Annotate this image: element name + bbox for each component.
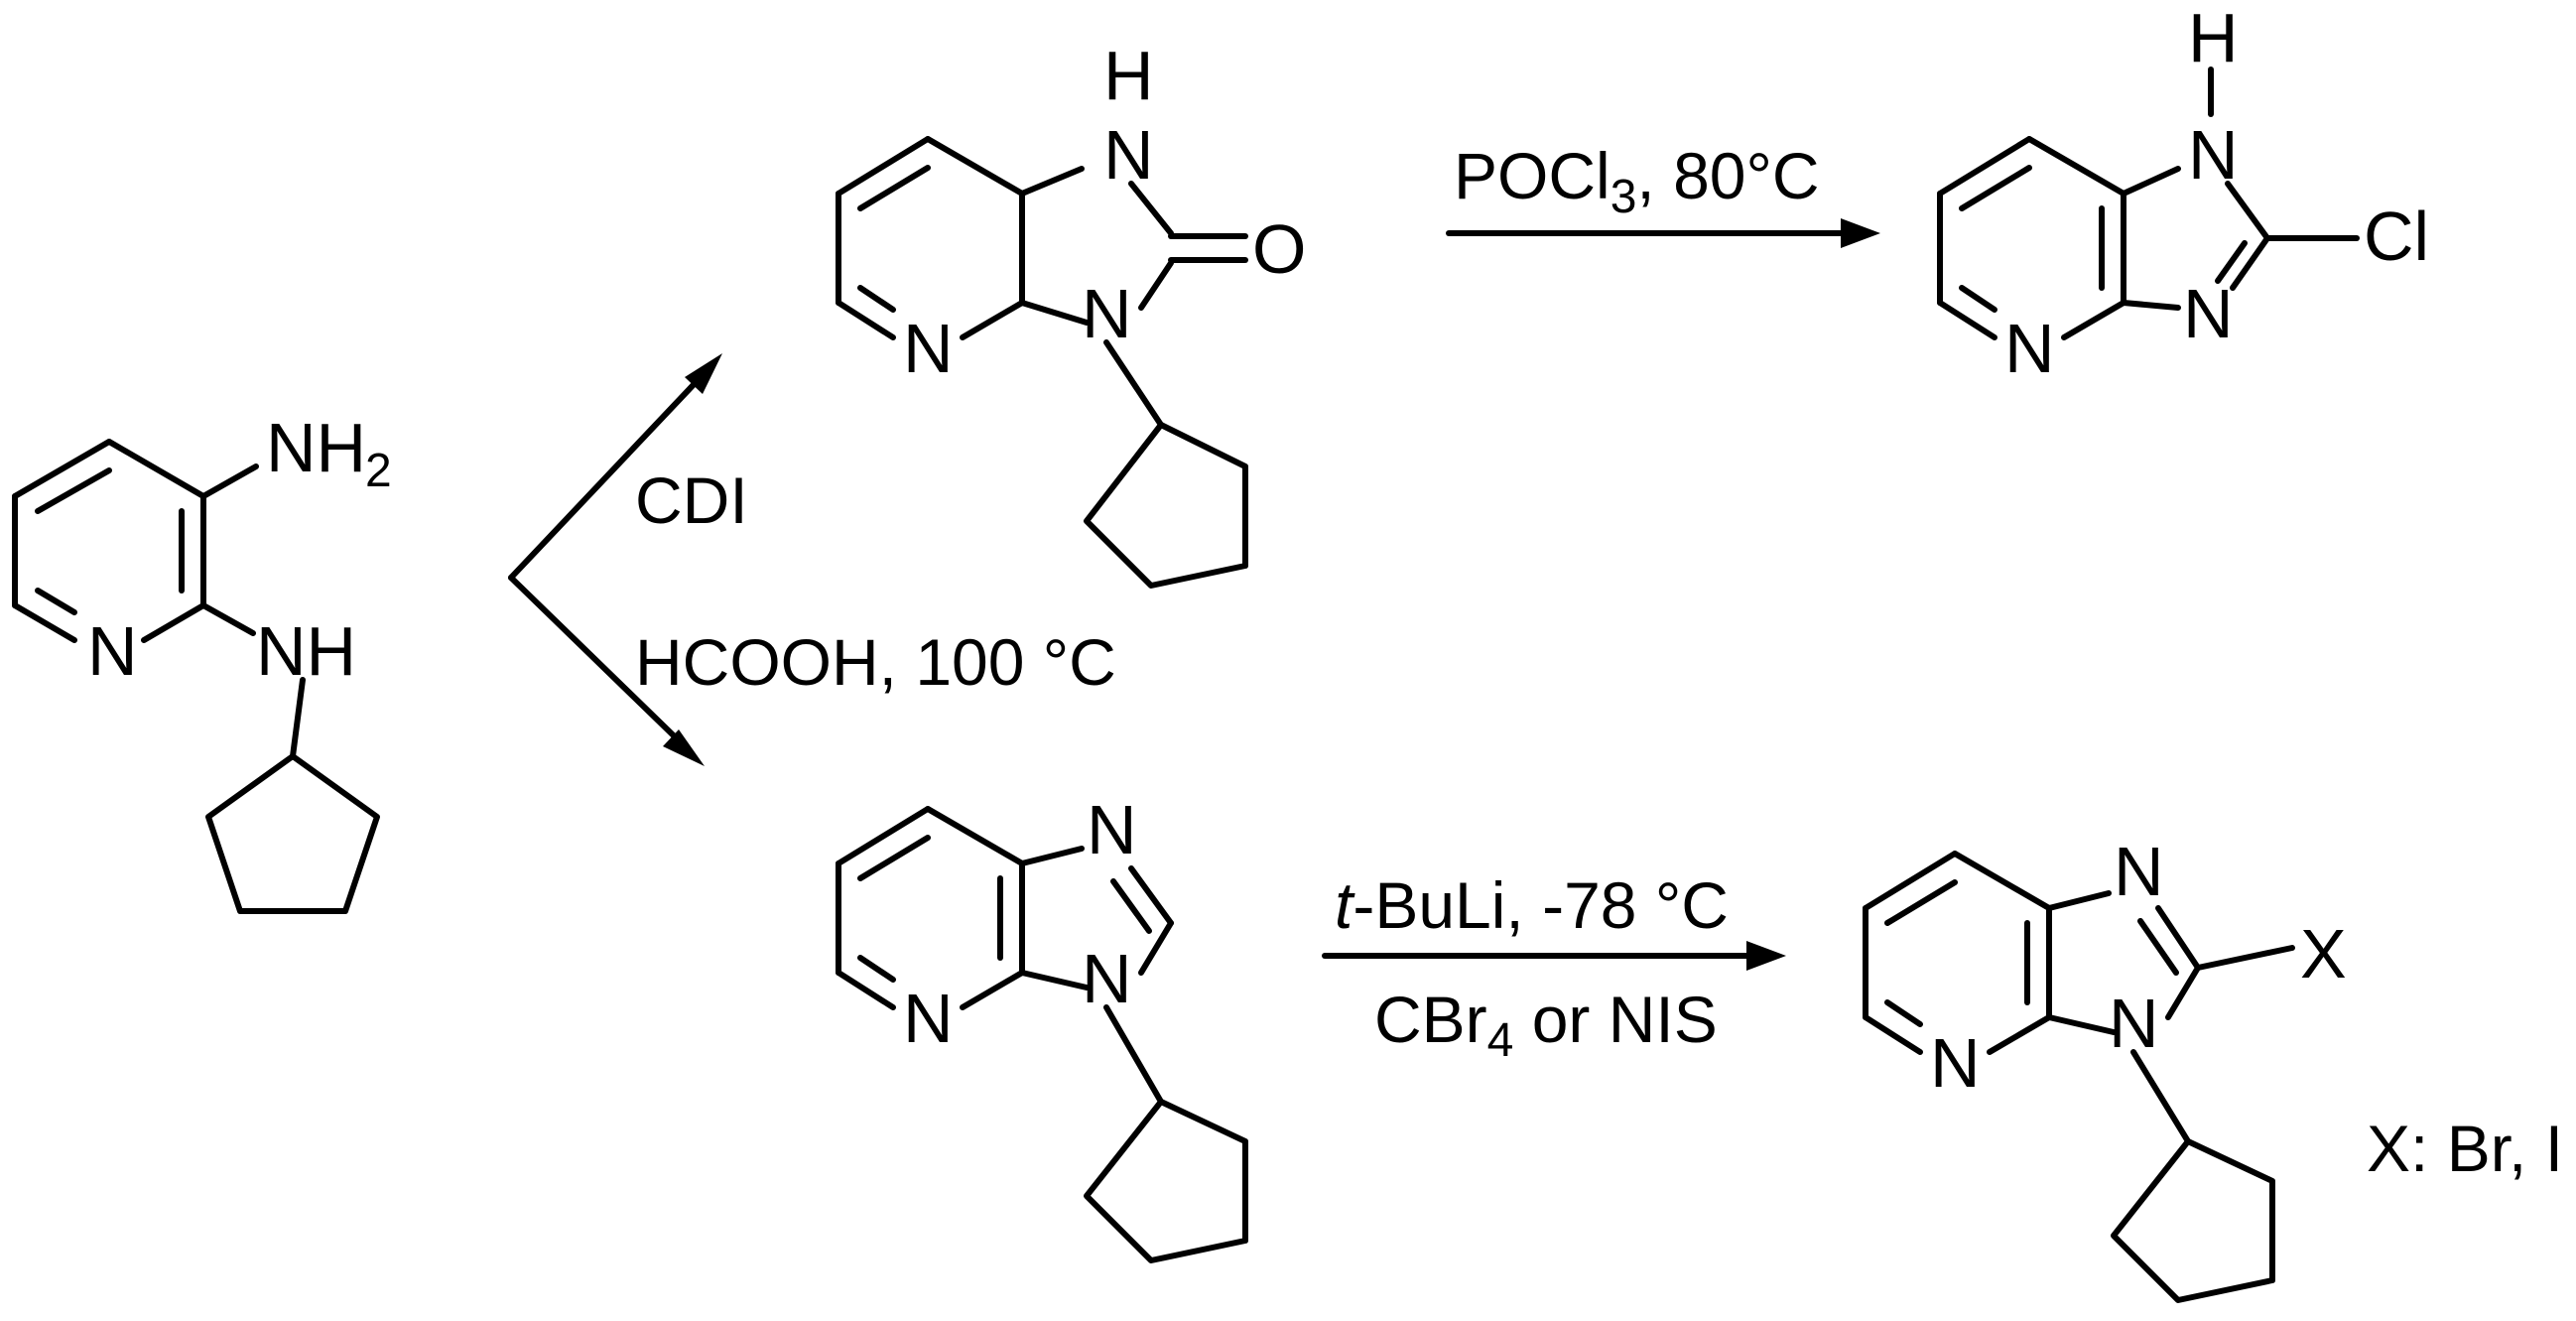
cyclopentyl-ring bbox=[1084, 1099, 1248, 1263]
pocl3-rest: , 80°C bbox=[1636, 139, 1819, 212]
imidazole-ring bbox=[2046, 890, 2201, 1035]
imidazolone-ring bbox=[1019, 166, 1174, 326]
cdi-condition: CDI bbox=[635, 463, 748, 537]
tbuli-text: t-BuLi, -78 °C bbox=[1335, 868, 1729, 942]
pyridine-ring bbox=[1863, 851, 2052, 1055]
chloro-product: H N Cl N N bbox=[1937, 0, 2429, 387]
tbuli-italic: t bbox=[1335, 868, 1355, 942]
chlorine-label: Cl bbox=[2364, 198, 2429, 275]
pyridine-ring bbox=[836, 136, 1025, 340]
n-cyclopentyl-bond bbox=[2130, 1049, 2191, 1144]
lower-arrowhead bbox=[663, 729, 705, 766]
carbonyl-o-label: O bbox=[1252, 210, 1306, 288]
formic-acid-condition: HCOOH, 100 °C bbox=[635, 625, 1116, 699]
pocl3-main: POCl bbox=[1454, 139, 1610, 212]
pocl3-subscript: 3 bbox=[1610, 171, 1637, 223]
cbr4-subscript: 4 bbox=[1487, 1014, 1514, 1067]
lower-arrow-shaft bbox=[508, 575, 688, 749]
upper-arrowhead bbox=[685, 353, 722, 394]
n-cyclopentyl-bond bbox=[1103, 1004, 1164, 1105]
imidazole-ring bbox=[1019, 846, 1174, 991]
cbr4-main: CBr bbox=[1374, 983, 1487, 1056]
imidazopyridine: N N N bbox=[836, 791, 1248, 1263]
n3-label: N bbox=[1082, 940, 1132, 1017]
n1-label: N bbox=[2188, 116, 2239, 194]
n-cyclopentyl-bond bbox=[1103, 339, 1164, 428]
pyridine-n-label: N bbox=[1930, 1024, 1981, 1102]
halo-product: N X N N X: Br, I bbox=[1863, 833, 2563, 1303]
cyclopentyl-ring bbox=[1084, 422, 1248, 589]
hydrogen-label: H bbox=[2188, 0, 2239, 76]
amine-nh2-label: NH bbox=[266, 409, 366, 486]
n1-label: N bbox=[2114, 833, 2164, 910]
pyridine-ring bbox=[836, 806, 1025, 1010]
n3-label: N bbox=[2183, 275, 2234, 352]
halogen-x-label: X bbox=[2300, 915, 2347, 992]
pyridine-n-label: N bbox=[2004, 310, 2055, 387]
n3-label: N bbox=[1082, 275, 1132, 352]
branch-arrows bbox=[508, 353, 722, 766]
pyridine-n-label: N bbox=[903, 980, 954, 1057]
starting-material: NH 2 NH N bbox=[12, 409, 392, 914]
n1-hydrogen-label: H bbox=[1103, 37, 1154, 114]
halogen-note: X: Br, I bbox=[2367, 1112, 2563, 1185]
c-x-bond bbox=[2195, 945, 2295, 971]
n3-label: N bbox=[2109, 985, 2159, 1062]
pyridine-n-label: N bbox=[903, 310, 954, 387]
amine-nh2-subscript: 2 bbox=[365, 445, 392, 497]
pyridine-ring bbox=[12, 439, 206, 643]
n-cyclopentyl-bond bbox=[290, 677, 306, 759]
cyclopentyl-ring bbox=[2111, 1138, 2275, 1303]
cyclopentyl-ring bbox=[205, 753, 380, 914]
pyridine-ring bbox=[1937, 136, 2126, 340]
tbuli-arrowhead bbox=[1746, 941, 1786, 971]
tbuli-rest: -BuLi, -78 °C bbox=[1352, 868, 1729, 942]
c-nh2-bond bbox=[200, 463, 259, 499]
imidazolone: N H O N N bbox=[836, 37, 1306, 589]
pocl3-arrowhead bbox=[1841, 218, 1880, 248]
pyridine-n-label: N bbox=[87, 612, 138, 690]
c-nh-bond bbox=[200, 602, 256, 636]
cbr4-rest: or NIS bbox=[1513, 983, 1717, 1056]
pocl3-text: POCl3, 80°C bbox=[1454, 139, 1820, 223]
n1-label: N bbox=[1103, 116, 1154, 194]
upper-arrow-shaft bbox=[508, 372, 706, 581]
amine-nh-label: NH bbox=[256, 612, 356, 690]
imidazole-ring bbox=[2121, 166, 2270, 311]
cbr4-text: CBr4 or NIS bbox=[1374, 983, 1718, 1067]
n1-label: N bbox=[1087, 791, 1137, 868]
